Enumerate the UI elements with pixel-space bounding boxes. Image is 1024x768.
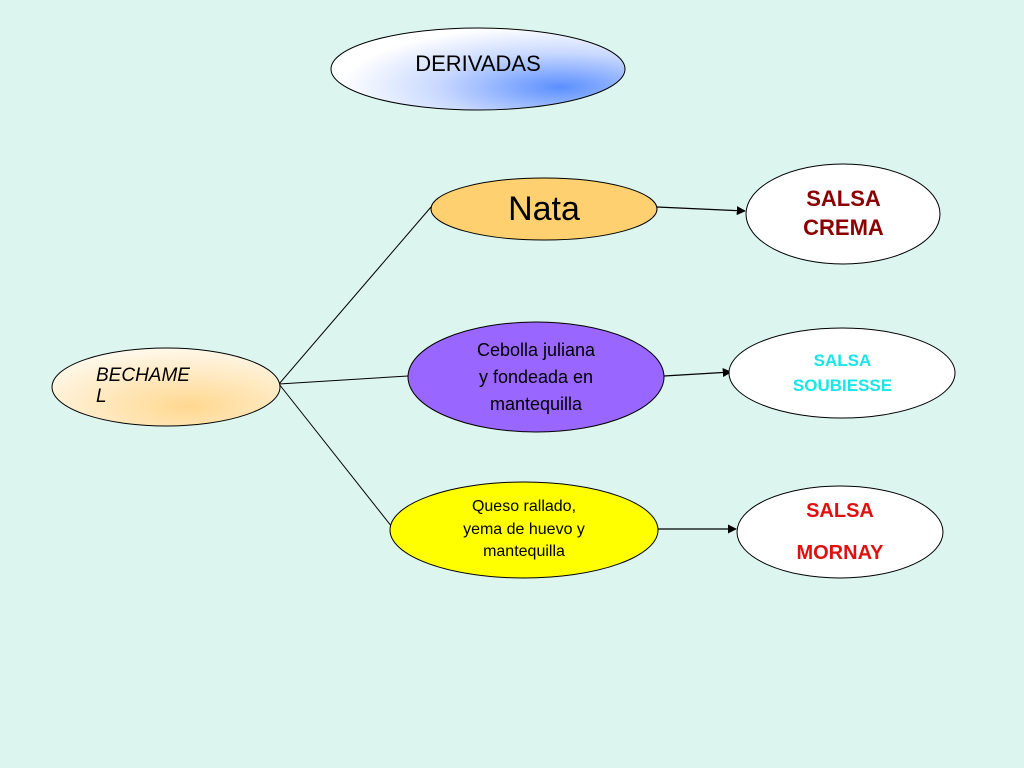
result-crema-label: SALSA CREMA xyxy=(803,186,884,240)
connector-root-queso xyxy=(278,383,393,528)
title-ellipse xyxy=(330,27,626,111)
root-label: BECHAME L xyxy=(96,365,190,407)
result-soubiesse-label: SALSA SOUBIESSE xyxy=(792,350,893,396)
crema-ellipse xyxy=(745,163,941,265)
result-mornay-label: SALSA MORNAY xyxy=(796,500,884,564)
arrow-cebolla-soubiesse xyxy=(663,367,732,378)
soubiesse-ellipse xyxy=(728,327,956,419)
connector-root-nata xyxy=(278,206,432,385)
arrow-nata-crema xyxy=(656,206,746,216)
mornay-ellipse xyxy=(736,485,944,579)
queso-ellipse xyxy=(389,481,659,579)
ingredient-cebolla-label: Cebolla juliana y fondeada en mantequill… xyxy=(476,339,596,414)
connector-root-cebolla xyxy=(278,375,409,385)
title-label: DERIVADAS xyxy=(415,51,541,76)
root-ellipse xyxy=(51,347,281,427)
ingredient-nata-label: Nata xyxy=(508,189,580,228)
cebolla-ellipse xyxy=(407,321,665,433)
ingredient-queso-label: Queso rallado, yema de huevo y mantequil… xyxy=(463,498,585,561)
nata-ellipse xyxy=(430,177,658,241)
